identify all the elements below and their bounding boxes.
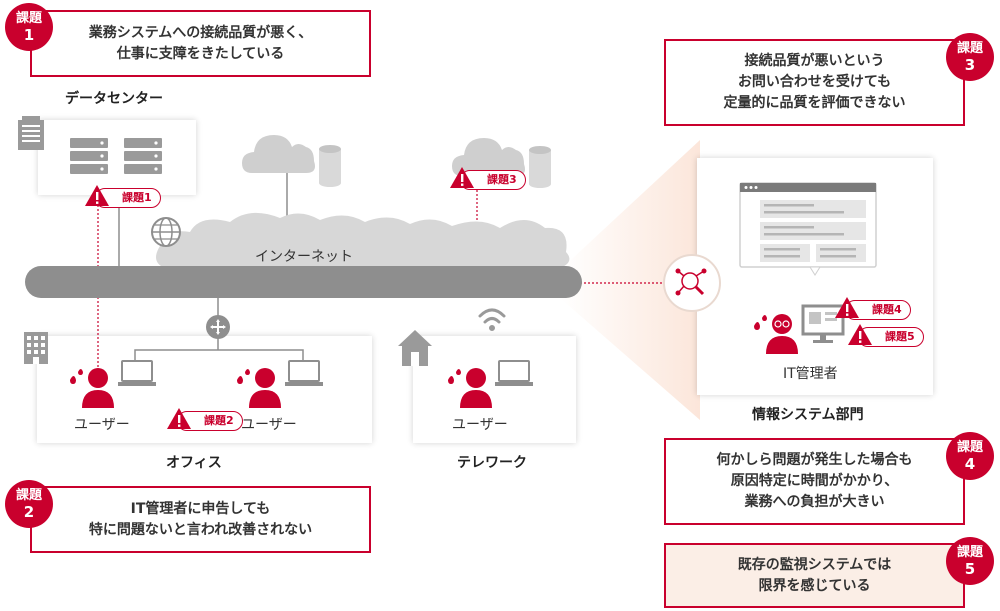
issue-5-badge-word: 課題: [956, 545, 983, 560]
telework-label: テレワーク: [457, 455, 527, 471]
connection-glow: [560, 140, 700, 420]
wifi-icon: [478, 308, 506, 331]
issue-5-badge-num: 5: [964, 560, 976, 578]
office-building-icon: [24, 332, 48, 364]
issue-3-text: 接続品質が悪いという お問い合わせを受けても 定量的に品質を評価できない: [723, 53, 906, 111]
issue-4-badge-word: 課題: [956, 440, 983, 455]
warning-icon: [167, 408, 191, 429]
office-label: オフィス: [166, 455, 222, 471]
dashboard-window: [739, 182, 877, 276]
issue-2-badge-num: 2: [23, 503, 35, 521]
telework-user-label: ユーザー: [452, 417, 508, 433]
it-admin-icon: [754, 314, 798, 354]
issue-tag-4-label: 課題4: [872, 303, 902, 316]
issue-3-callout: 接続品質が悪いという お問い合わせを受けても 定量的に品質を評価できない: [664, 39, 965, 126]
internet-cloud: [156, 212, 570, 268]
issue-tag-1: 課題1: [95, 188, 161, 208]
issue-3-badge-num: 3: [964, 56, 976, 74]
user-icon: [448, 368, 492, 408]
issue-5-callout: 既存の監視システムでは 限界を感じている: [664, 543, 965, 608]
issue-3-badge: 課題 3: [946, 33, 994, 81]
monitor-icon: [801, 304, 845, 343]
issue-tag-3-label: 課題3: [487, 173, 517, 186]
server-icon: [70, 138, 108, 174]
user-icon: [237, 368, 281, 408]
office-user-1-label: ユーザー: [74, 417, 130, 433]
issue-2-badge-word: 課題: [15, 488, 42, 503]
router-icon: [206, 315, 230, 339]
network-backbone: [25, 266, 582, 298]
issue-5-badge: 課題 5: [946, 537, 994, 585]
it-admin-label: IT管理者: [783, 366, 838, 382]
issue-tag-1-label: 課題1: [122, 191, 152, 204]
datacenter-label: データセンター: [65, 91, 163, 107]
issue-1-badge: 課題 1: [5, 3, 53, 51]
issue-5-text: 既存の監視システムでは 限界を感じている: [737, 556, 892, 594]
warning-icon: [835, 297, 859, 318]
issue-3-badge-word: 課題: [956, 41, 983, 56]
issue-tag-5-label: 課題5: [885, 330, 915, 343]
issue-tag-3: 課題3: [460, 170, 526, 190]
warning-icon: [85, 185, 109, 206]
issue-tag-5: 課題5: [858, 327, 924, 347]
issue-4-badge: 課題 4: [946, 432, 994, 480]
issue-1-badge-word: 課題: [15, 11, 42, 26]
user-icon: [70, 368, 114, 408]
issue-tag-2-label: 課題2: [204, 414, 234, 427]
server-icon: [124, 138, 162, 174]
monitoring-node-icon: [663, 254, 721, 312]
telework-panel: [413, 336, 576, 443]
office-lan: [134, 349, 304, 360]
warning-icon: [848, 324, 872, 345]
house-icon: [398, 330, 432, 366]
warning-icon: [450, 167, 474, 188]
issue-1-badge-num: 1: [23, 26, 35, 44]
cloud-service-icon: [452, 138, 551, 188]
building-icon: [18, 116, 44, 150]
cloud-service-icon: [242, 135, 341, 187]
issue-2-callout: IT管理者に申告しても 特に問題ないと言われ改善されない: [30, 486, 371, 553]
laptop-icon: [118, 360, 156, 386]
laptop-icon: [285, 360, 323, 386]
globe-icon: [151, 217, 181, 247]
issue-4-badge-num: 4: [964, 455, 976, 473]
datacenter-panel: [38, 120, 196, 195]
issue-4-callout: 何かしら問題が発生した場合も 原因特定に時間がかかり、 業務への負担が大きい: [664, 438, 965, 525]
issue-4-text: 何かしら問題が発生した場合も 原因特定に時間がかかり、 業務への負担が大きい: [716, 452, 913, 510]
issue-2-badge: 課題 2: [5, 480, 53, 528]
laptop-icon: [495, 360, 533, 386]
issue-2-text: IT管理者に申告しても 特に問題ないと言われ改善されない: [88, 500, 313, 538]
office-user-2-label: ユーザー: [241, 417, 297, 433]
it-dept-label: 情報システム部門: [752, 407, 864, 423]
issue-tag-4: 課題4: [845, 300, 911, 320]
internet-label: インターネット: [255, 249, 353, 265]
issue-1-text: 業務システムへの接続品質が悪く、 仕事に支障をきたしている: [88, 24, 313, 62]
